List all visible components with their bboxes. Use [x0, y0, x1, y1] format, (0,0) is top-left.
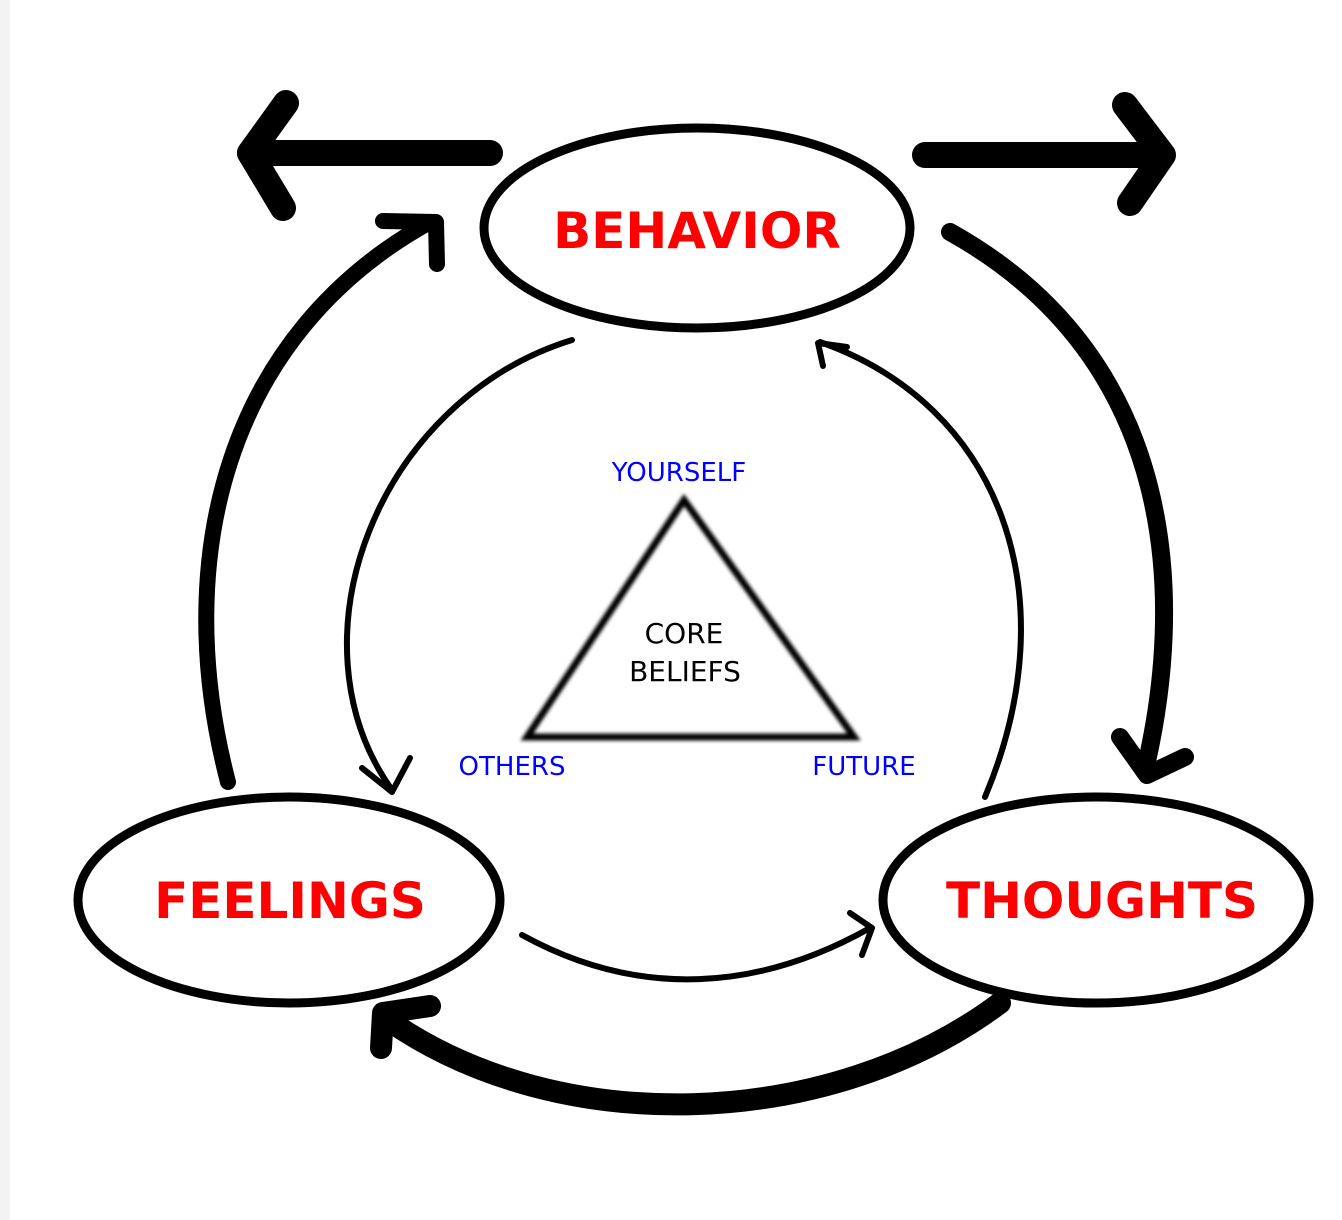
- behavior-node: [479, 123, 915, 333]
- feelings-label: FEELINGS: [154, 872, 426, 930]
- yourself-label: YOURSELF: [611, 458, 746, 488]
- thoughts-label: THOUGHTS: [946, 872, 1258, 930]
- inner-arrow-feelings-to-thoughts: [519, 910, 875, 983]
- inner-arrow-behavior-to-feelings: [344, 337, 575, 795]
- core-label: CORE: [645, 617, 724, 650]
- behavior-label: BEHAVIOR: [553, 202, 841, 260]
- outward-arrow-right: [912, 92, 1176, 216]
- outward-arrow-left: [237, 90, 503, 221]
- future-label: FUTURE: [812, 752, 915, 782]
- thoughts-node: [878, 792, 1314, 1008]
- outer-arrow-behavior-to-thoughts: [941, 223, 1194, 784]
- outer-arrow-feelings-to-behavior: [198, 213, 445, 790]
- feelings-node: [73, 792, 505, 1008]
- others-label: OTHERS: [459, 752, 566, 782]
- core-beliefs-triangle: [520, 493, 861, 741]
- left-edge-strip: [0, 0, 10, 1220]
- beliefs-label: BELIEFS: [629, 655, 741, 688]
- inner-arrow-thoughts-to-behavior: [815, 339, 1024, 800]
- outer-arrow-thoughts-to-feelings: [370, 992, 1011, 1116]
